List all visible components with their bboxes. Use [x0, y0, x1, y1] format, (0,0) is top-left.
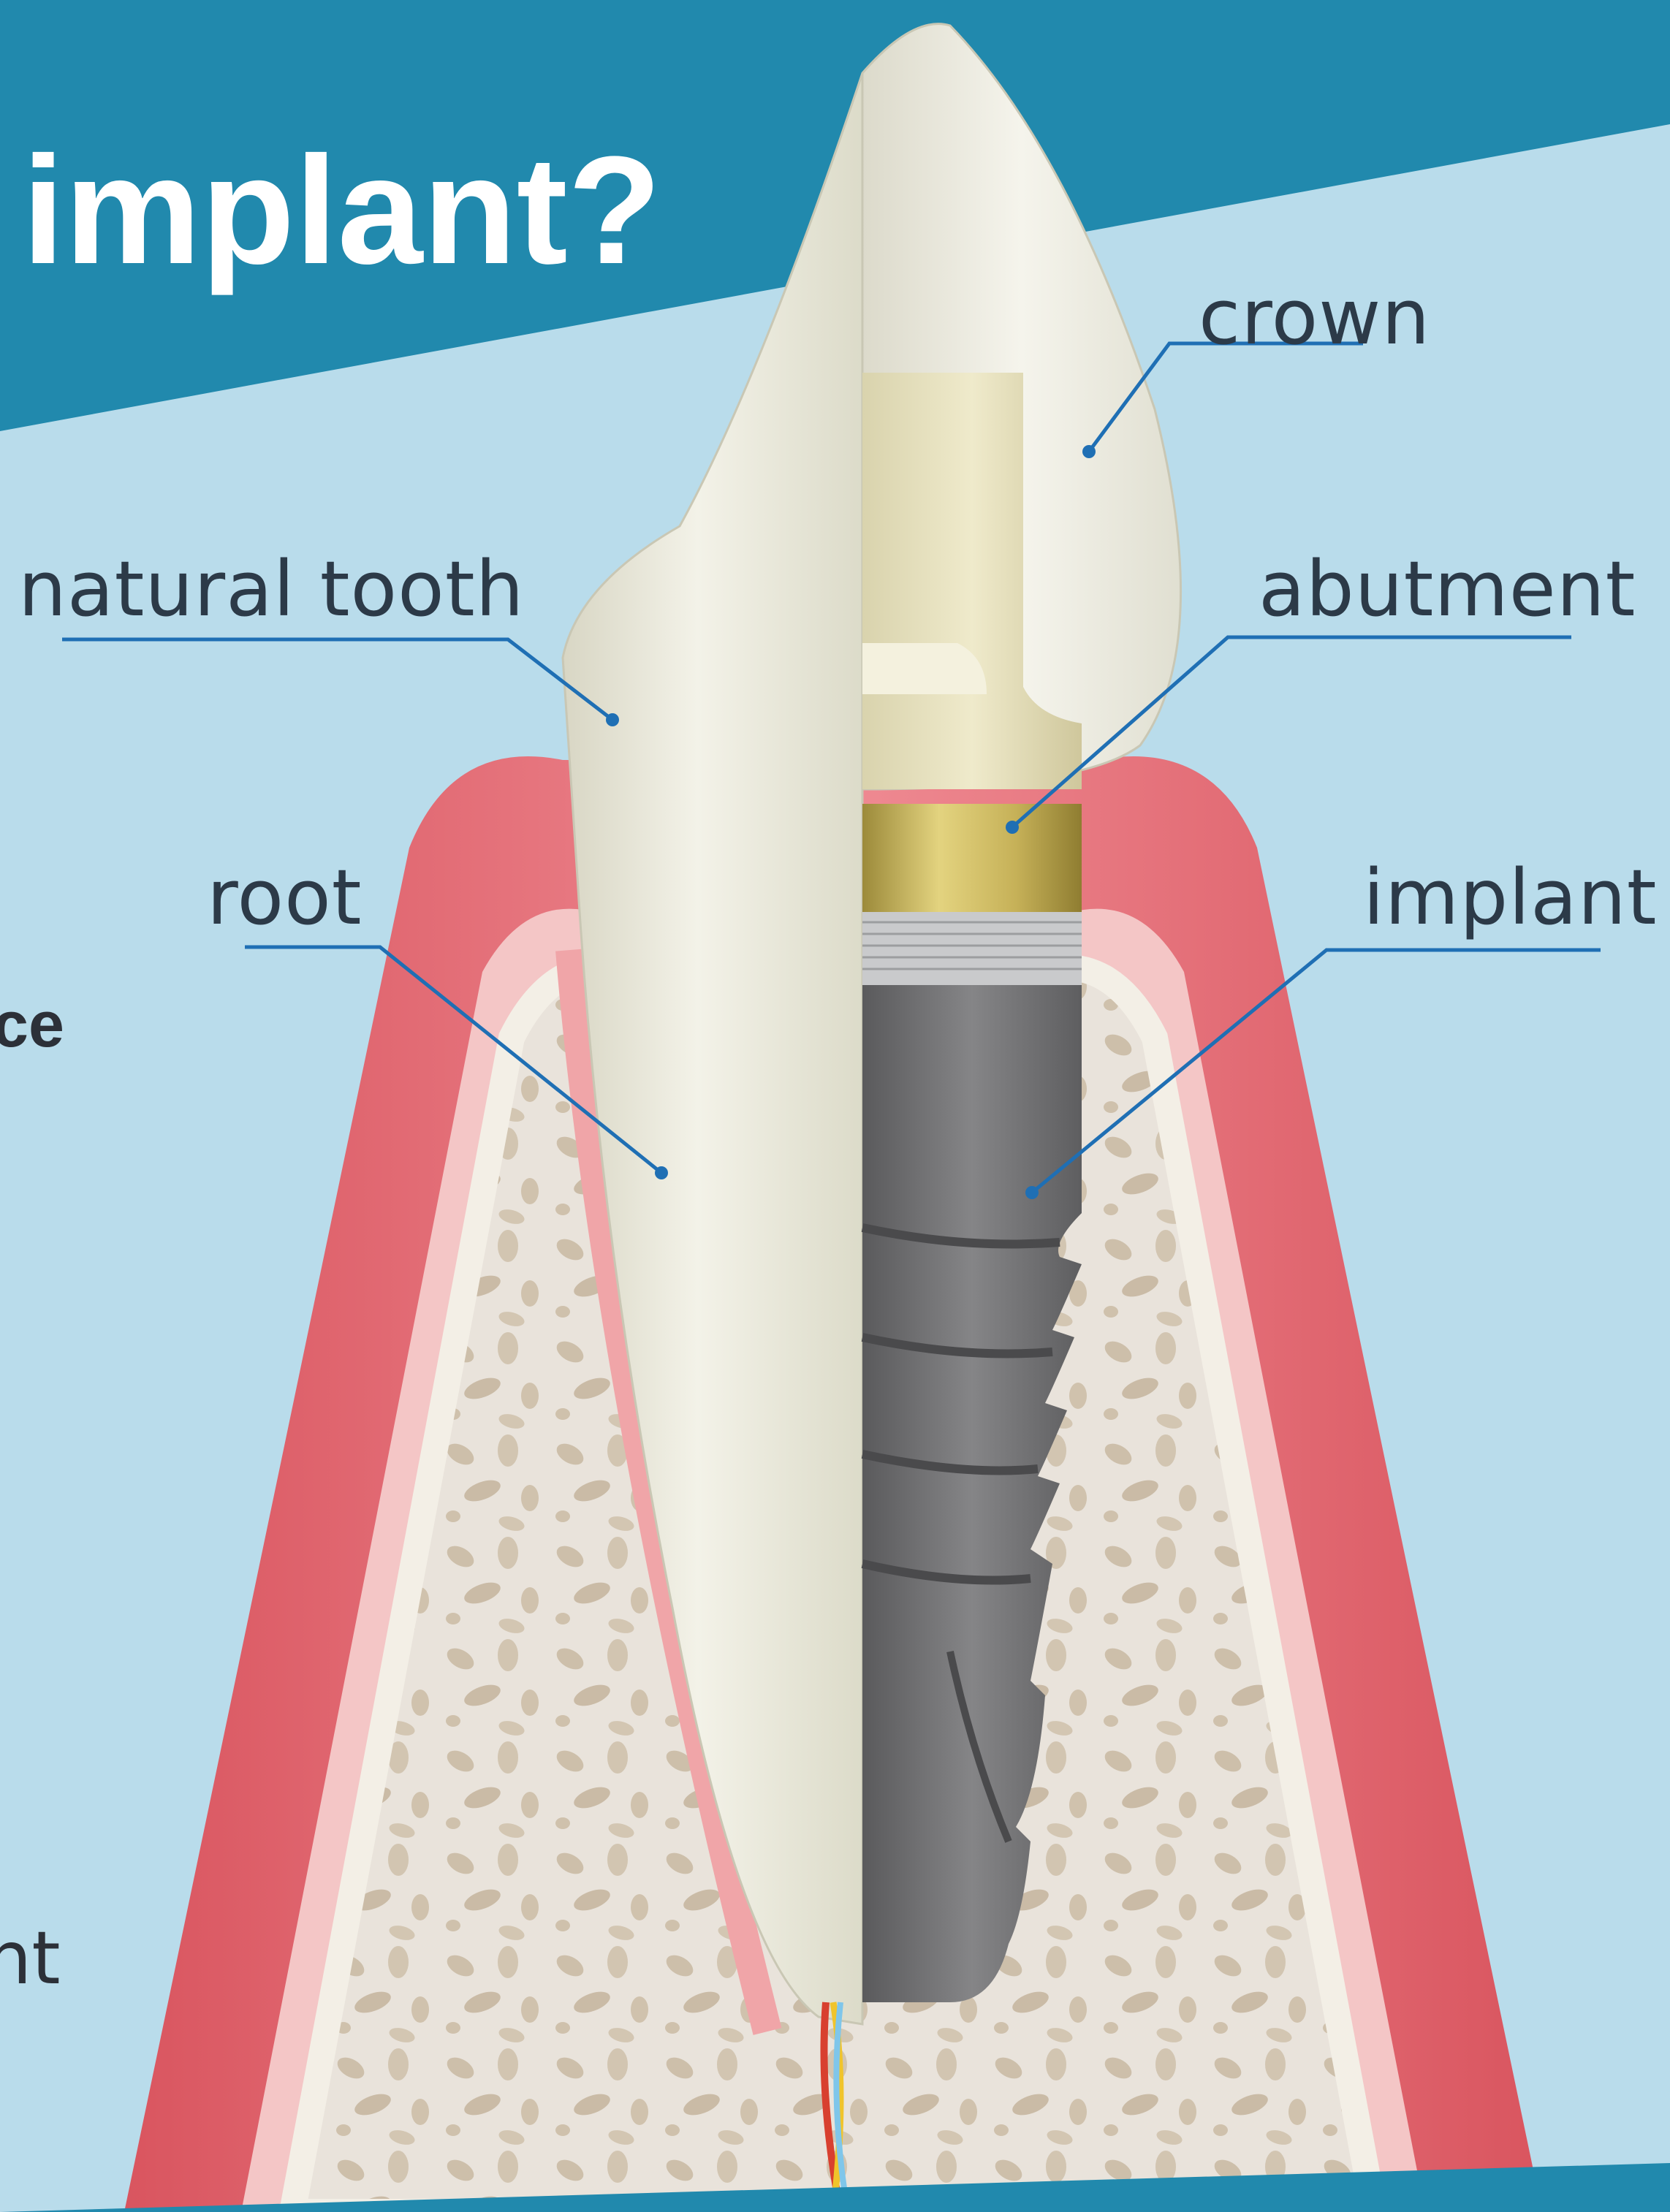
cut-off-bold-text: ce [0, 988, 64, 1060]
label-natural-tooth: natural tooth [18, 544, 525, 634]
label-abutment: abutment [1259, 544, 1636, 634]
cut-off-text: nt [0, 1915, 61, 2001]
abutment-screw-channel [862, 643, 987, 694]
implant-neck-threads [862, 912, 1082, 985]
label-root: root [207, 853, 363, 942]
abutment-collar [862, 804, 1082, 912]
label-implant: implant [1363, 853, 1658, 942]
label-crown: crown [1199, 273, 1430, 362]
title-text: implant? [22, 124, 661, 296]
